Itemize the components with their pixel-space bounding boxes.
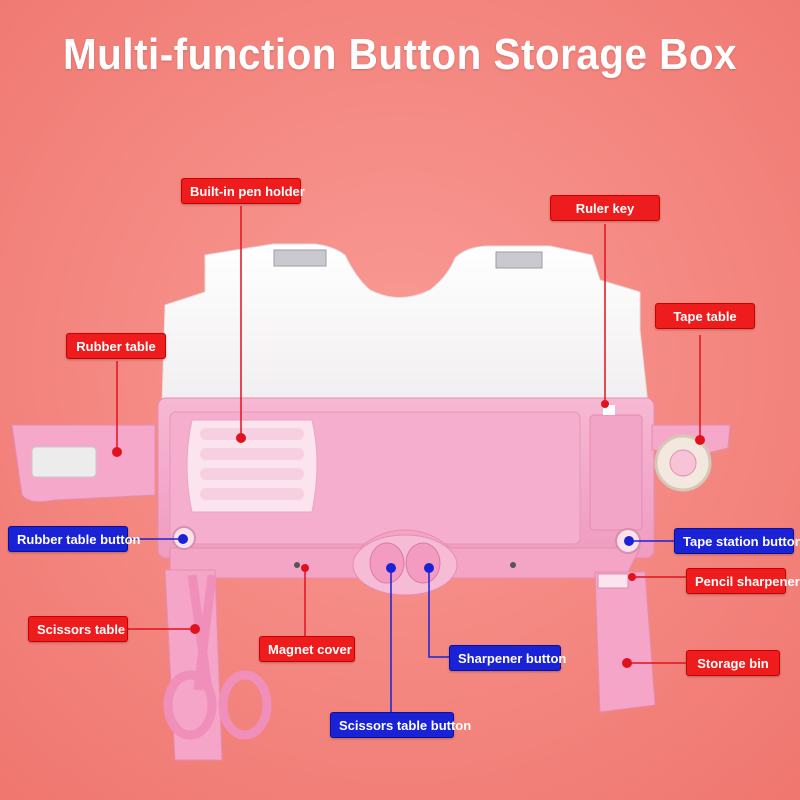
scissors-table-button[interactable] bbox=[369, 542, 405, 584]
center-button-housing bbox=[352, 534, 458, 596]
box-lid bbox=[161, 243, 649, 406]
label-magnet-cover: Magnet cover bbox=[259, 636, 355, 662]
leader-dots bbox=[112, 400, 705, 668]
storage-bin bbox=[594, 571, 656, 713]
label-ruler-key: Ruler key bbox=[550, 195, 660, 221]
lid-hinge-left bbox=[273, 249, 327, 267]
label-storage-bin: Storage bin bbox=[686, 650, 780, 676]
label-tape-table: Tape table bbox=[655, 303, 755, 329]
label-scissors-table-button: Scissors table button bbox=[330, 712, 471, 738]
pencil-sharpener bbox=[597, 573, 629, 589]
label-rubber-table-button: Rubber table button bbox=[8, 526, 141, 552]
label-pencil-sharpener: Pencil sharpener bbox=[686, 568, 800, 594]
ruler-key bbox=[603, 405, 615, 415]
eraser bbox=[31, 446, 97, 478]
label-sharpener-button: Sharpener button bbox=[449, 645, 566, 671]
label-tape-station-button: Tape station button bbox=[674, 528, 800, 554]
magnet-cover-right bbox=[510, 562, 516, 568]
leader-lines bbox=[116, 206, 701, 664]
pen-holder bbox=[186, 419, 318, 513]
magnet-cover bbox=[294, 562, 300, 568]
tape-roll-core bbox=[669, 449, 697, 477]
label-scissors-table: Scissors table bbox=[28, 616, 128, 642]
lid-hinge-right bbox=[495, 251, 543, 269]
page-title: Multi-function Button Storage Box bbox=[62, 30, 738, 79]
scissors bbox=[163, 574, 272, 740]
label-pen-holder: Built-in pen holder bbox=[181, 178, 305, 204]
leader-dots-blue bbox=[178, 534, 634, 573]
ruler-slot bbox=[589, 414, 643, 531]
label-rubber-table: Rubber table bbox=[66, 333, 166, 359]
leader-lines-blue bbox=[125, 538, 676, 712]
sharpener-button[interactable] bbox=[405, 542, 441, 584]
